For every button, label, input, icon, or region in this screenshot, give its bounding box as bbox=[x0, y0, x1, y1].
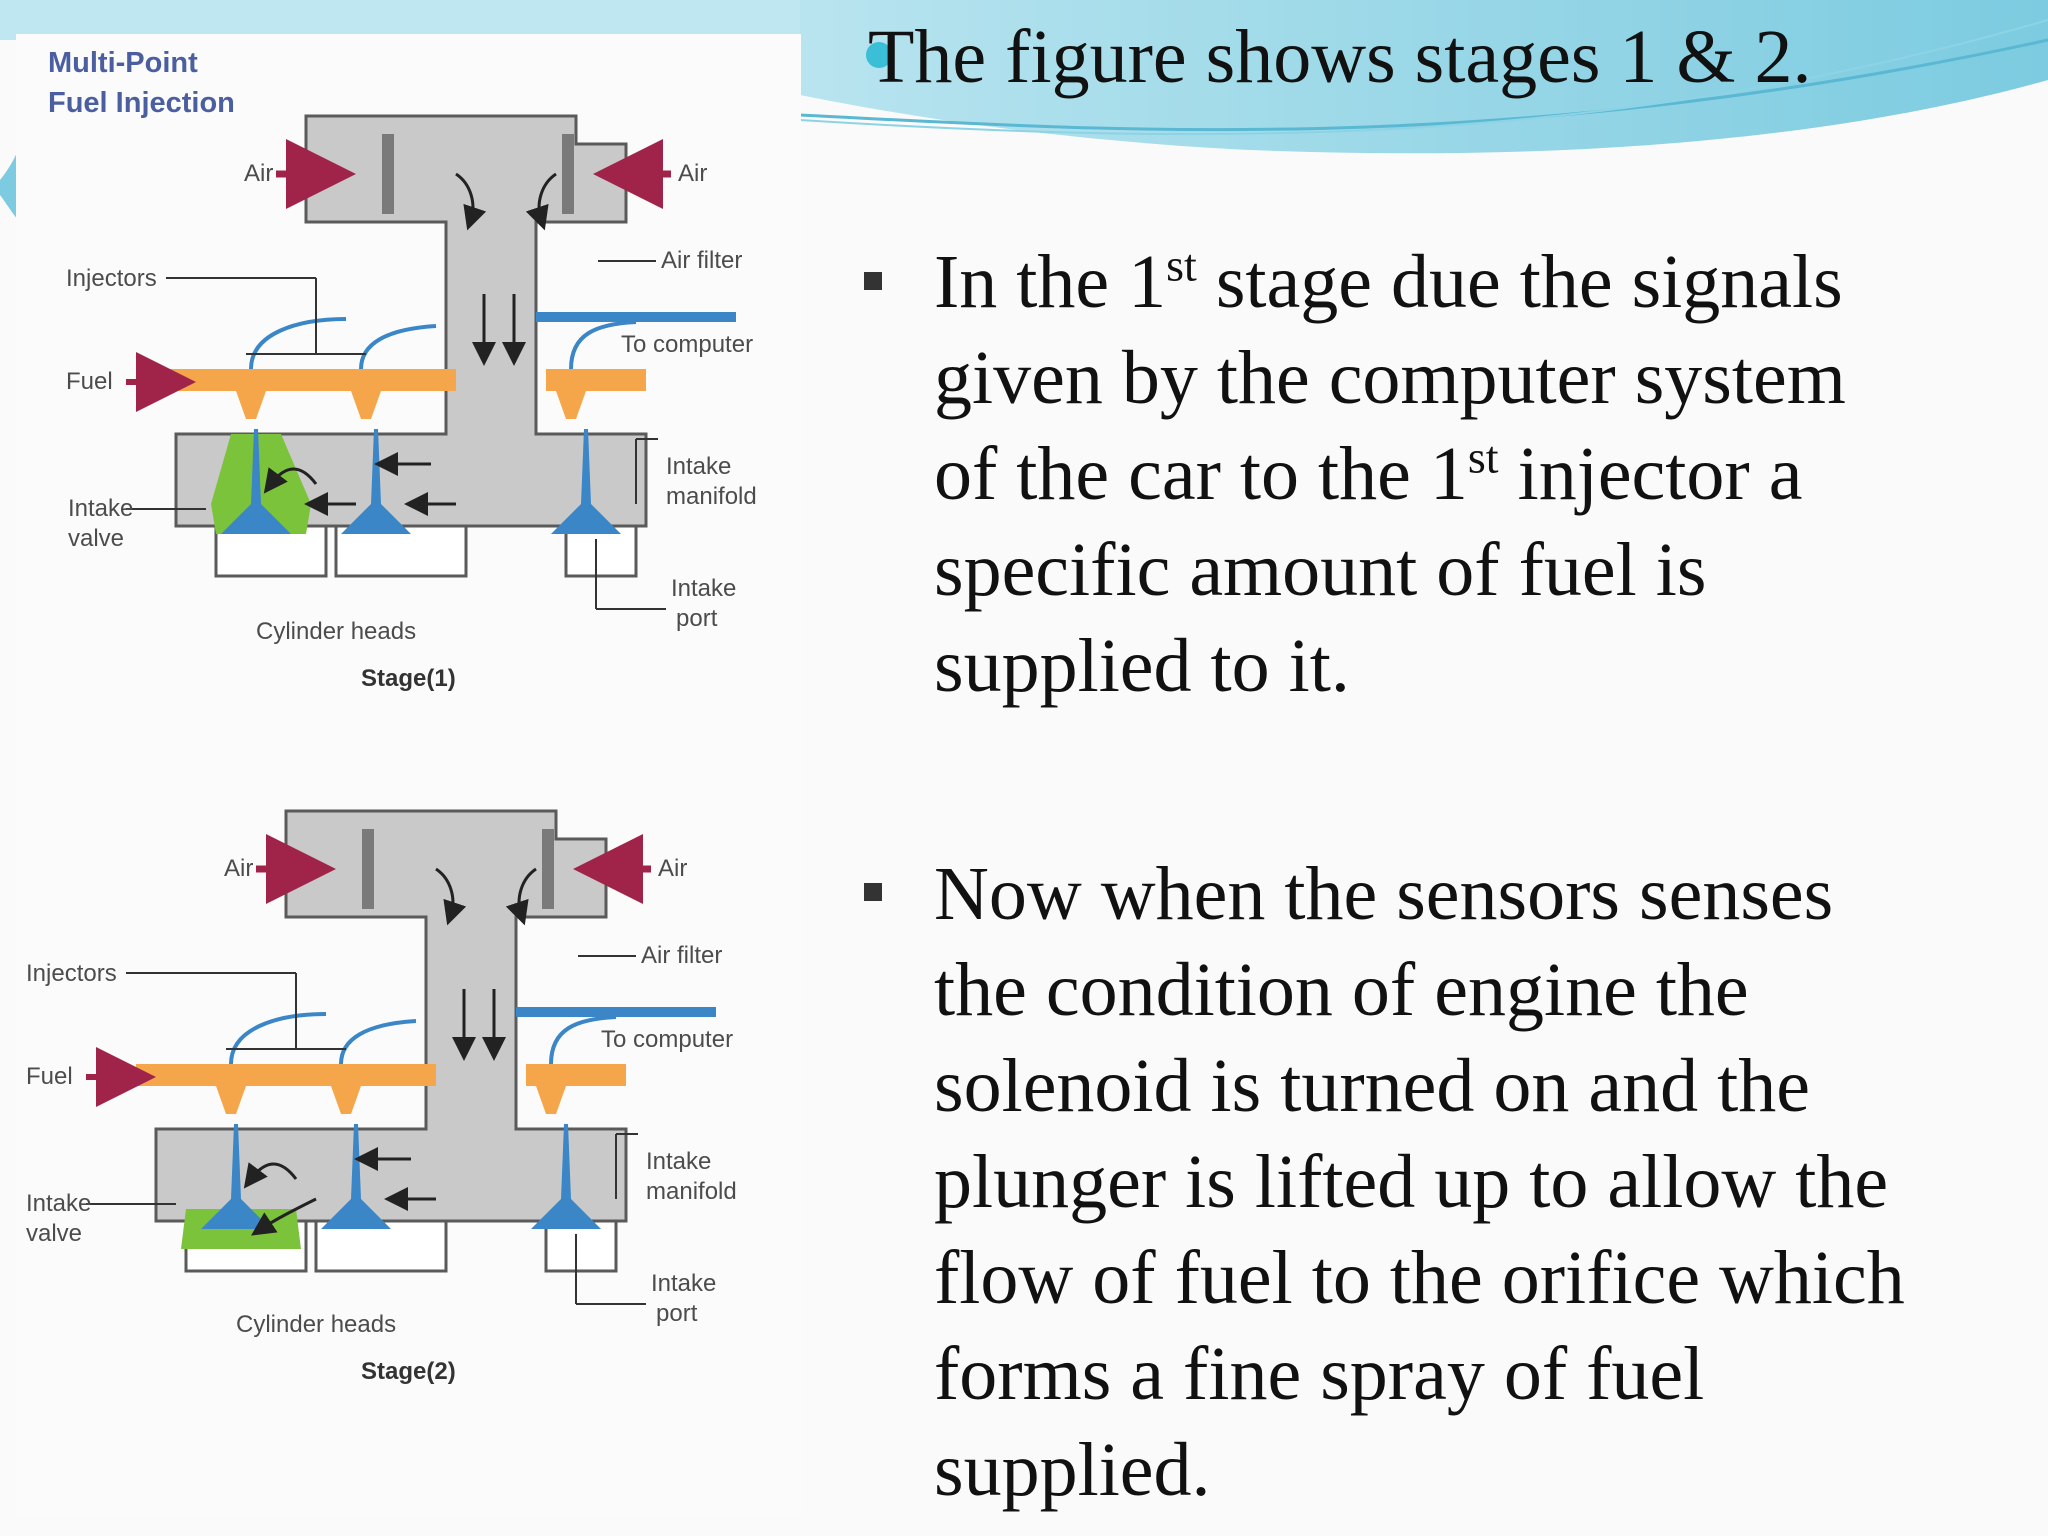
stage2-intake-port-label-2: port bbox=[656, 1300, 698, 1327]
figure-title-line1: Multi-Point bbox=[48, 47, 198, 79]
p1-line-3-a: of the car to the 1 bbox=[934, 432, 1468, 516]
stage1-air-left-label: Air bbox=[244, 160, 273, 187]
stage1-intake-manifold-label-2: manifold bbox=[666, 483, 757, 510]
stage1-fuel-label: Fuel bbox=[66, 368, 113, 395]
stage-1-diagram: Air Air Air filter Injectors To computer… bbox=[66, 114, 757, 692]
slide-heading: The figure shows stages 1 & 2. bbox=[868, 15, 1812, 99]
stage2-intake-valve-label: Intake bbox=[26, 1190, 91, 1217]
p1-sup-1: st bbox=[1166, 239, 1197, 291]
stage2-fuel-label: Fuel bbox=[26, 1063, 73, 1090]
bullet-1-icon bbox=[864, 272, 882, 290]
stage2-intake-manifold-label-2: manifold bbox=[646, 1178, 737, 1205]
figure-title-line2: Fuel Injection bbox=[48, 87, 235, 119]
p1-line-3-b: injector a bbox=[1498, 432, 1803, 516]
p2-line-7: supplied. bbox=[934, 1428, 1211, 1512]
stage1-to-computer-label: To computer bbox=[621, 331, 753, 358]
heading-bullet-icon bbox=[866, 42, 892, 68]
p1-line-3: of the car to the 1st injector a bbox=[934, 426, 2014, 522]
paragraph-1: In the 1st stage due the signals given b… bbox=[934, 234, 2014, 714]
stage1-intake-port-label: Intake bbox=[671, 575, 736, 602]
stage1-air-right-label: Air bbox=[678, 160, 707, 187]
stage1-injectors-label: Injectors bbox=[66, 265, 157, 292]
bullet-2-icon bbox=[864, 883, 882, 901]
p1-line-5: supplied to it. bbox=[934, 624, 1350, 708]
p1-line-1-b: stage due the signals bbox=[1196, 240, 1843, 324]
p2-line-4: plunger is lifted up to allow the bbox=[934, 1140, 1889, 1224]
p1-line-2: given by the computer system bbox=[934, 336, 1846, 420]
p1-sup-2: st bbox=[1467, 431, 1499, 483]
stage2-air-left-label: Air bbox=[224, 855, 253, 882]
stage1-intake-valve-label: Intake bbox=[68, 495, 133, 522]
stage2-label: Stage(2) bbox=[361, 1358, 456, 1385]
paragraph-2: Now when the sensors senses the conditio… bbox=[934, 846, 2014, 1518]
p1-line-1-a: In the 1 bbox=[934, 240, 1167, 324]
stage1-intake-port-label-2: port bbox=[676, 605, 718, 632]
stage2-to-computer-label: To computer bbox=[601, 1026, 733, 1053]
stage2-air-right-label: Air bbox=[658, 855, 687, 882]
p2-line-3: solenoid is turned on and the bbox=[934, 1044, 1810, 1128]
stage2-intake-manifold-label: Intake bbox=[646, 1148, 711, 1175]
p1-line-1: In the 1st stage due the signals bbox=[934, 234, 2014, 330]
stage2-injectors-label: Injectors bbox=[26, 960, 117, 987]
stage1-intake-manifold-label: Intake bbox=[666, 453, 731, 480]
fuel-injection-figure: Multi-Point Fuel Injection bbox=[16, 34, 801, 1514]
stage1-intake-valve-label-2: valve bbox=[68, 525, 124, 552]
p1-line-4: specific amount of fuel is bbox=[934, 528, 1707, 612]
p2-line-5: flow of fuel to the orifice which bbox=[934, 1236, 1905, 1320]
stage2-intake-port-label: Intake bbox=[651, 1270, 716, 1297]
stage-2-diagram: Air Air Air filter Injectors To computer… bbox=[26, 809, 737, 1385]
stage1-cylinder-heads-label: Cylinder heads bbox=[256, 618, 416, 645]
p2-line-6: forms a fine spray of fuel bbox=[934, 1332, 1705, 1416]
stage2-air-filter-label: Air filter bbox=[641, 942, 722, 969]
stage2-cylinder-heads-label: Cylinder heads bbox=[236, 1311, 396, 1338]
stage2-intake-valve-label-2: valve bbox=[26, 1220, 82, 1247]
p2-line-1: Now when the sensors senses bbox=[934, 852, 1834, 936]
stage1-air-filter-label: Air filter bbox=[661, 247, 742, 274]
p2-line-2: the condition of engine the bbox=[934, 948, 1749, 1032]
stage1-label: Stage(1) bbox=[361, 665, 456, 692]
